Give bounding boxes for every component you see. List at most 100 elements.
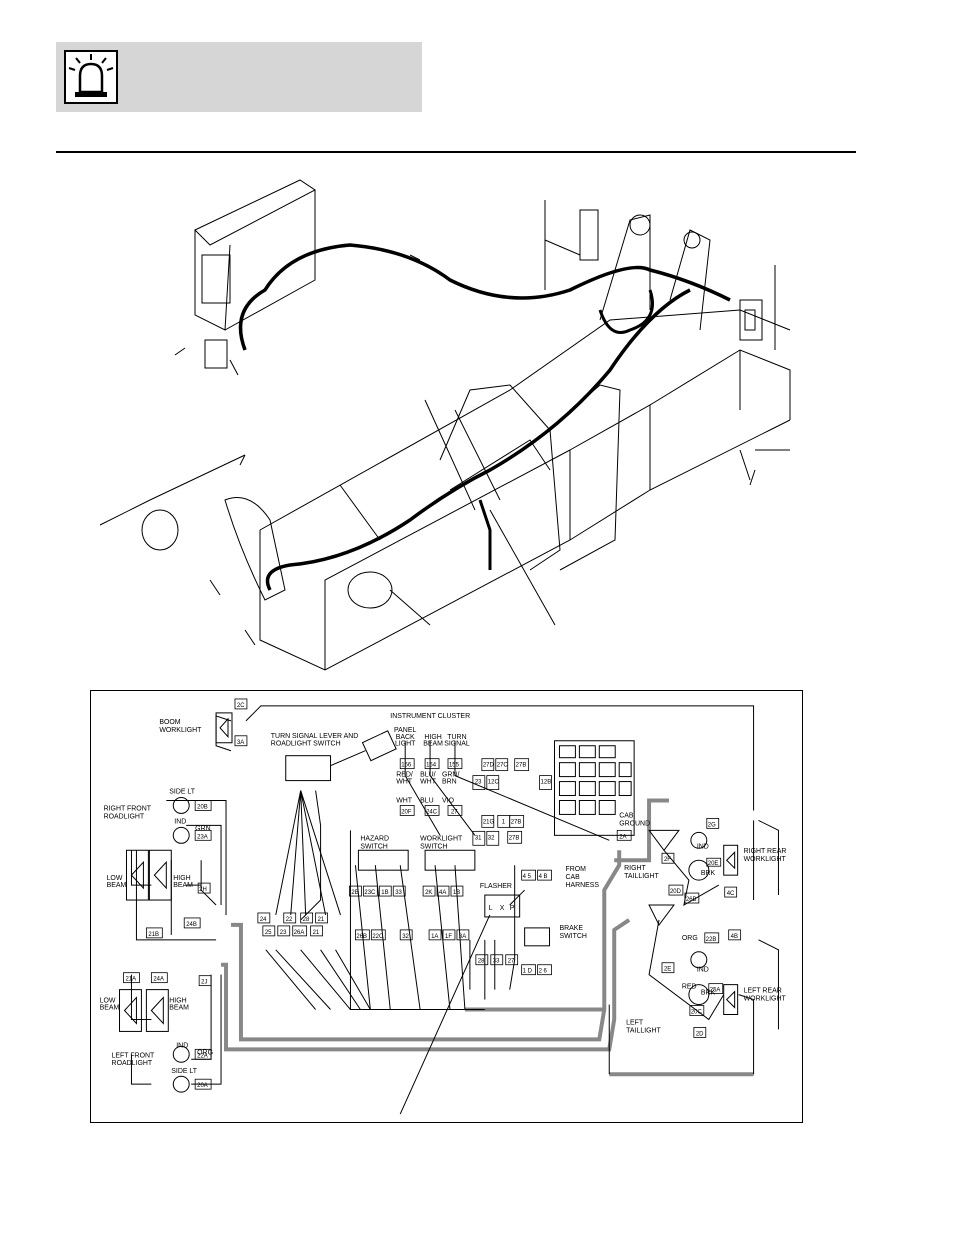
wire-box: 26B xyxy=(684,892,700,904)
flasher-label: FLASHER xyxy=(480,883,512,890)
flasher-pin-x: X xyxy=(500,905,505,912)
wire-box: 32 xyxy=(486,830,500,846)
svg-text:26B: 26B xyxy=(686,897,697,903)
wire-box: 23 xyxy=(277,925,291,937)
svg-text:20E: 20E xyxy=(708,861,719,867)
svg-text:1F: 1F xyxy=(445,934,452,940)
flasher-pin-l: L xyxy=(489,905,493,912)
brk-left-label: BRK xyxy=(701,990,716,997)
svg-text:4B: 4B xyxy=(731,934,738,940)
wire-color-4: WHT xyxy=(396,797,413,804)
wire-box: 21 xyxy=(310,925,323,937)
svg-text:2K: 2K xyxy=(425,890,432,896)
wire-color-3: GRN/BRN xyxy=(442,772,459,786)
svg-text:27B: 27B xyxy=(509,835,520,841)
wire-box: 24A xyxy=(150,972,168,984)
svg-text:2J: 2J xyxy=(201,980,207,986)
svg-text:24A: 24A xyxy=(153,977,164,983)
svg-text:2 6: 2 6 xyxy=(539,969,548,975)
wire-box: 25A xyxy=(708,983,724,994)
svg-text:20D: 20D xyxy=(670,889,682,895)
brk-right-label: BRK xyxy=(701,870,716,877)
wire-box: 23 xyxy=(472,775,486,790)
svg-text:21A: 21A xyxy=(125,977,136,983)
svg-text:27D: 27D xyxy=(483,763,495,769)
beacon-light-icon xyxy=(64,50,118,104)
wire-box: 28 xyxy=(300,912,314,924)
svg-text:32: 32 xyxy=(488,835,495,841)
side-lt-left-label: SIDE LT xyxy=(171,1068,198,1075)
svg-text:2A: 2A xyxy=(619,834,626,840)
wire-box: 4B xyxy=(728,929,742,941)
wire-box: 23A xyxy=(194,829,212,841)
svg-text:23C: 23C xyxy=(364,890,376,896)
wire-box: 24B xyxy=(183,917,201,929)
wire-box: 1 D xyxy=(521,964,536,976)
ind-right-front-label: IND xyxy=(174,818,186,825)
svg-text:1 D: 1 D xyxy=(523,969,533,975)
wire-box: 25 xyxy=(262,925,276,937)
wire-box: 27B xyxy=(509,815,525,828)
svg-text:26B: 26B xyxy=(356,934,367,940)
wire-box: 2G xyxy=(706,818,720,829)
svg-text:25: 25 xyxy=(265,930,272,936)
svg-text:20A: 20A xyxy=(197,1083,208,1089)
ind-left-front-label: IND xyxy=(176,1042,188,1049)
wire-box: 2C xyxy=(234,698,248,710)
wire-box: 21 xyxy=(315,912,328,924)
wire-box: 27D xyxy=(481,758,495,772)
wire-box: 2 6 xyxy=(537,964,552,976)
machine-wiring-illustration xyxy=(99,179,791,671)
wire-box: 1A xyxy=(428,929,442,941)
svg-text:2H: 2H xyxy=(199,887,207,893)
header-rule xyxy=(56,151,856,153)
wire-box: 3A xyxy=(456,929,470,941)
instrument-cluster-label: INSTRUMENT CLUSTER xyxy=(390,713,470,720)
wire-box: 27B xyxy=(514,758,530,772)
wire-box: 22C xyxy=(370,929,386,941)
wire-box: 28 xyxy=(475,954,489,966)
wire-box: 4 B xyxy=(537,869,552,881)
wire-box: 12B xyxy=(539,775,552,790)
svg-text:4 B: 4 B xyxy=(539,874,548,880)
svg-text:32: 32 xyxy=(402,934,409,940)
svg-text:1B: 1B xyxy=(453,890,460,896)
wire-box: 156 xyxy=(399,758,415,770)
svg-text:20C: 20C xyxy=(691,1010,703,1016)
wire-box: 33 xyxy=(490,954,504,966)
wire-box: 4 5 xyxy=(521,869,536,881)
wire-box: 22A xyxy=(194,1048,212,1060)
svg-text:27C: 27C xyxy=(497,763,509,769)
svg-text:22A: 22A xyxy=(197,1053,208,1059)
svg-text:12C: 12C xyxy=(488,780,500,786)
grn-label: GRN xyxy=(195,825,210,832)
wire-box: 20D xyxy=(668,884,684,896)
svg-text:23A: 23A xyxy=(197,834,208,840)
wire-box: 2K xyxy=(422,885,436,897)
wire-box: 155 xyxy=(447,758,463,770)
section-header xyxy=(56,42,422,112)
wire-box: 20C xyxy=(689,1005,705,1016)
wire-box: 27B xyxy=(507,830,523,844)
svg-text:28: 28 xyxy=(478,959,485,965)
svg-text:1B: 1B xyxy=(381,890,388,896)
wire-box: 32 xyxy=(399,929,413,941)
svg-text:22B: 22B xyxy=(706,937,717,943)
svg-text:12B: 12B xyxy=(541,780,552,786)
wire-box: 22 xyxy=(283,912,297,924)
